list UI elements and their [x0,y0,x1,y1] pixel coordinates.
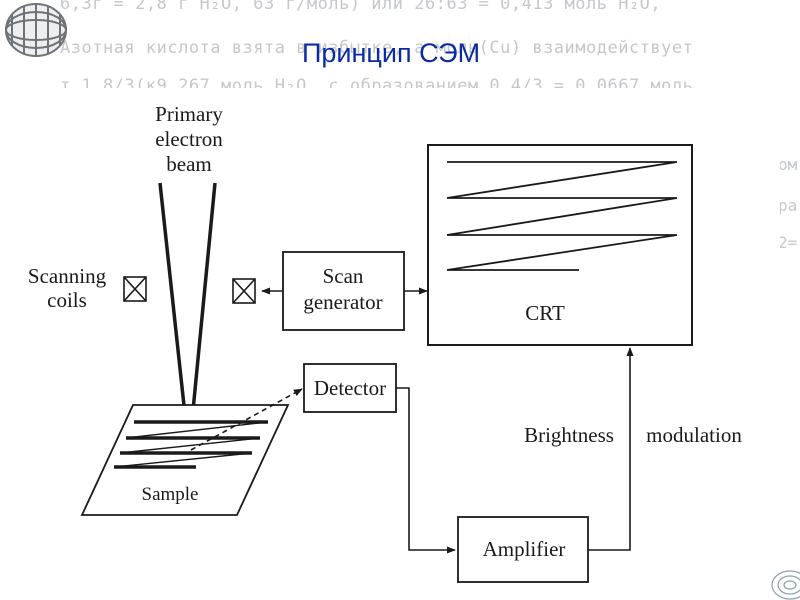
arrow-amplifier-to-crt [588,347,634,551]
scan-generator-label-1: Scan [323,264,364,288]
scanning-coil-left-icon [123,276,147,302]
scanning-coils-label-1: Scanning [28,264,107,288]
background-formula-line-2: Азотная кислота взята в избытке, а моль(… [60,38,694,58]
primary-beam-label-3: beam [166,152,211,176]
scanning-coils-label-2: coils [47,288,87,312]
arrow-sample-to-detector [190,388,303,451]
scanning-coil-right-icon [232,278,256,304]
crt-box [427,144,693,346]
background-side-char-3: 2= [778,233,798,252]
background-side-char-1: ом [778,155,798,174]
crt-label: CRT [525,301,565,325]
corner-ornament-icon [771,570,800,600]
detector-box [303,363,397,413]
modulation-label: modulation [646,423,742,447]
arrow-detector-to-amplifier [396,387,456,554]
sample-label: Sample [142,484,199,505]
amplifier-label: Amplifier [483,537,566,561]
crt-raster-pattern [446,161,678,271]
scan-generator-label-2: generator [303,290,382,314]
primary-beam-label-2: electron [155,127,223,151]
amplifier-box [457,516,589,583]
background-formula-line-1: 6,3г = 2,8 г H₂O, 63 г/моль) или 26:63 =… [60,0,662,14]
slide-title: Принцип СЭМ [302,38,481,68]
scan-generator-box [282,251,405,331]
detector-label: Detector [314,376,386,400]
fullerene-logo-icon [5,3,67,57]
background-side-char-2: ра [778,196,798,215]
sample-raster-pattern [113,420,269,469]
brightness-label: Brightness [524,423,614,447]
primary-beam-label-1: Primary [155,102,223,126]
